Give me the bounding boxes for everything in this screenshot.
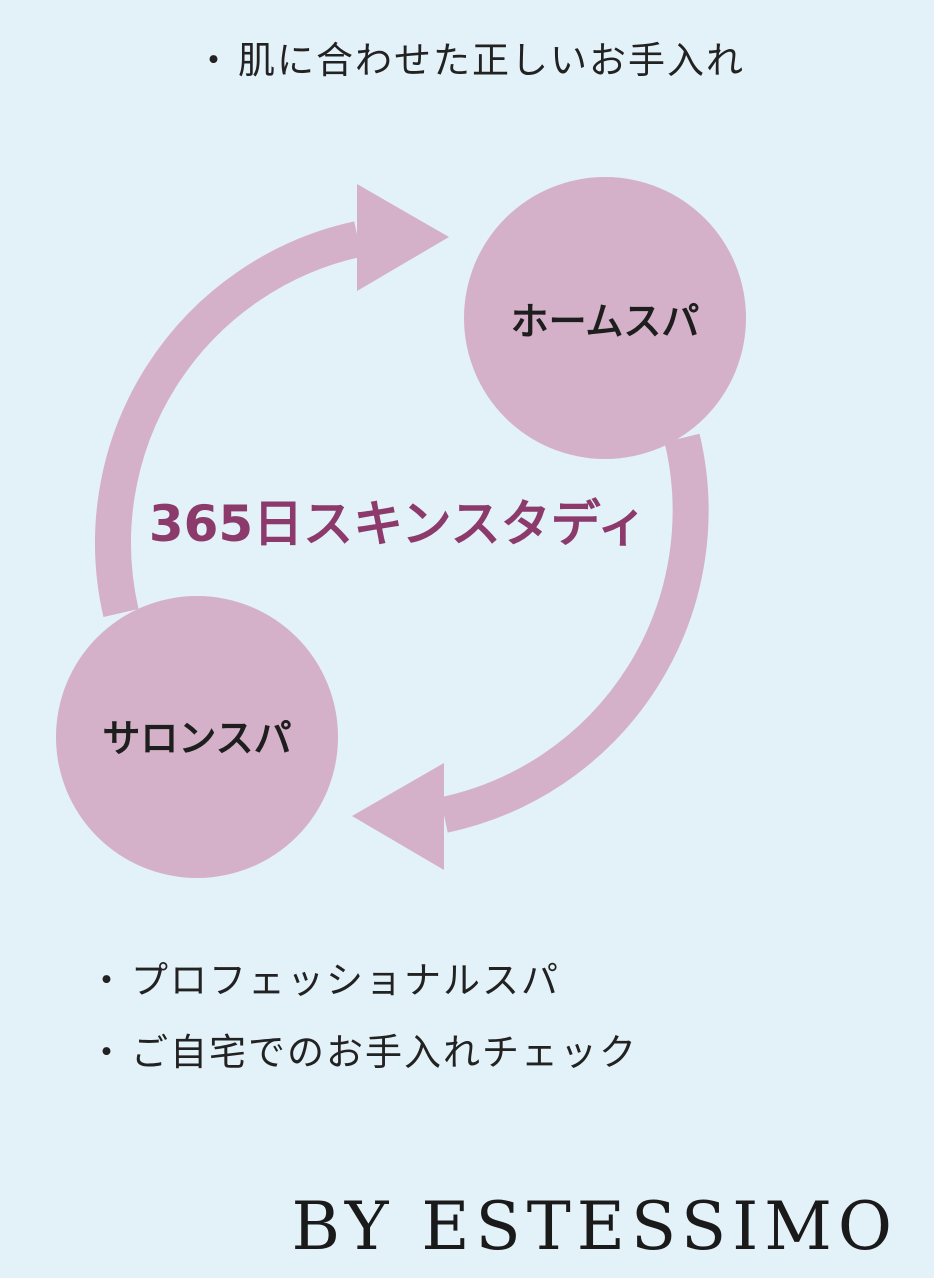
center-title: 365日スキンスタディ	[148, 495, 648, 553]
bullet-dot: ・	[88, 959, 127, 1002]
lower-arrowhead	[352, 763, 444, 870]
node-home-circle	[464, 177, 746, 459]
brand-name: BY ESTESSIMO	[291, 1188, 898, 1265]
upper-left-arc	[95, 221, 362, 618]
bottom-bullet-text: ご自宅でのお手入れチェック	[131, 1031, 638, 1074]
top-bullet: ・肌に合わせた正しいお手入れ	[195, 30, 745, 84]
upper-arrowhead	[357, 184, 449, 291]
node-home-label: ホームスパ	[510, 299, 700, 344]
bullet-dot: ・	[88, 1031, 127, 1074]
node-salon-circle	[56, 596, 338, 878]
lower-right-arc	[440, 433, 709, 833]
bullet-dot: ・	[195, 39, 234, 82]
bottom-bullet-1: ・プロフェッショナルスパ	[88, 950, 560, 1004]
bottom-bullet-text: プロフェッショナルスパ	[131, 959, 560, 1002]
node-salon-label: サロンスパ	[102, 716, 292, 761]
bottom-bullet-2: ・ご自宅でのお手入れチェック	[88, 1022, 638, 1076]
top-bullet-text: 肌に合わせた正しいお手入れ	[238, 39, 745, 82]
